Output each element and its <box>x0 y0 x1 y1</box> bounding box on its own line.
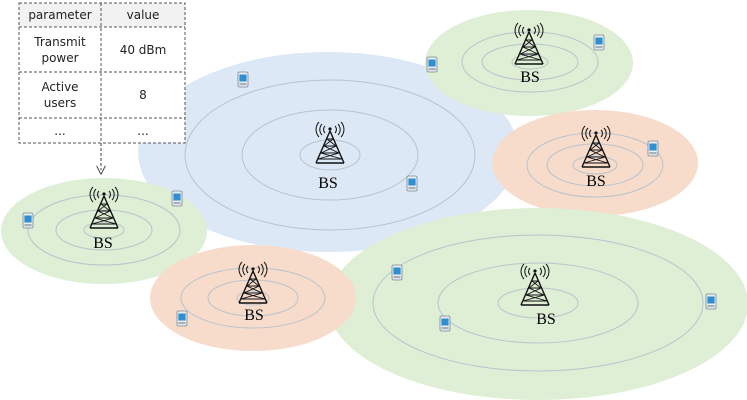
large-cell-bottom-right <box>328 208 747 400</box>
user-device-icon <box>705 293 717 310</box>
user-device-icon <box>22 212 34 229</box>
user-device-icon <box>176 310 188 327</box>
table-cell-parameter: Transmit <box>33 35 86 49</box>
table-cell-parameter: ... <box>54 124 65 138</box>
user-device-icon <box>439 315 451 332</box>
macro-cell <box>138 52 518 252</box>
table-cell-parameter: Active <box>41 80 78 94</box>
macro-cell-area <box>138 52 518 252</box>
small-cell-bottom-orange <box>150 245 356 351</box>
small-cell-top-right <box>425 10 633 116</box>
user-device-icon <box>171 190 183 207</box>
user-device-icon <box>237 71 249 88</box>
table-header-parameter: parameter <box>28 8 91 22</box>
bs-label: BS <box>536 311 556 328</box>
user-device-icon <box>406 175 418 192</box>
bs-label: BS <box>244 307 264 324</box>
user-device-icon <box>426 56 438 73</box>
table-cell-parameter: users <box>44 96 76 110</box>
table-cell-parameter: power <box>41 51 78 65</box>
bs-label: BS <box>318 175 338 192</box>
user-device-icon <box>647 140 659 157</box>
user-device-icon <box>391 264 403 281</box>
parameter-table: parameter value Transmit power 40 dBm Ac… <box>18 2 186 144</box>
table-cell-value: ... <box>137 124 148 138</box>
user-device-icon <box>593 34 605 51</box>
table-header-value: value <box>127 8 160 22</box>
bs-label: BS <box>520 69 540 86</box>
table-cell-value: 40 dBm <box>120 43 167 57</box>
bs-label: BS <box>586 173 606 190</box>
table-cell-value: 8 <box>139 88 147 102</box>
bs-label: BS <box>93 235 113 252</box>
